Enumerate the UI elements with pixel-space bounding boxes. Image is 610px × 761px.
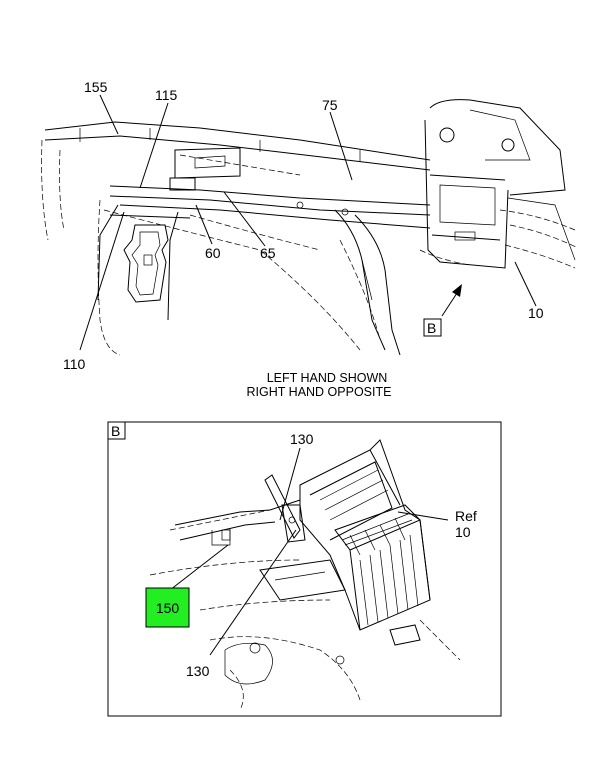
callout-75: 75 bbox=[322, 97, 338, 113]
callout-130-bottom: 130 bbox=[186, 663, 210, 679]
detail-leader-lines bbox=[169, 447, 449, 656]
view-marker-b: B bbox=[423, 318, 442, 337]
callout-60: 60 bbox=[205, 245, 221, 261]
callout-10: 10 bbox=[528, 305, 544, 321]
callout-150: 150 bbox=[156, 600, 180, 616]
highlight-150: 150 bbox=[145, 587, 190, 628]
detail-frame-label: B bbox=[111, 423, 120, 439]
upper-leader-lines bbox=[79, 94, 537, 351]
callout-65: 65 bbox=[260, 245, 276, 261]
callout-ref-number: 10 bbox=[455, 524, 471, 540]
svg-text:B: B bbox=[427, 320, 436, 336]
detail-callouts: 130 Ref 10 130 bbox=[186, 431, 477, 679]
view-b-arrow bbox=[441, 284, 462, 317]
callout-115: 115 bbox=[155, 87, 178, 103]
note-line-2: RIGHT HAND OPPOSITE bbox=[247, 385, 392, 399]
detail-view-frame: B bbox=[107, 421, 502, 717]
callout-ref-word: Ref bbox=[455, 508, 477, 524]
detail-assembly-drawing bbox=[149, 439, 461, 711]
callout-155: 155 bbox=[84, 79, 108, 95]
upper-assembly-drawing bbox=[41, 99, 579, 356]
callout-130-top: 130 bbox=[290, 431, 314, 447]
note-line-1: LEFT HAND SHOWN bbox=[267, 371, 388, 385]
callout-110: 110 bbox=[63, 356, 86, 372]
upper-callouts: 155 115 75 60 65 110 10 bbox=[63, 79, 544, 372]
orientation-note: LEFT HAND SHOWN RIGHT HAND OPPOSITE bbox=[247, 371, 392, 399]
